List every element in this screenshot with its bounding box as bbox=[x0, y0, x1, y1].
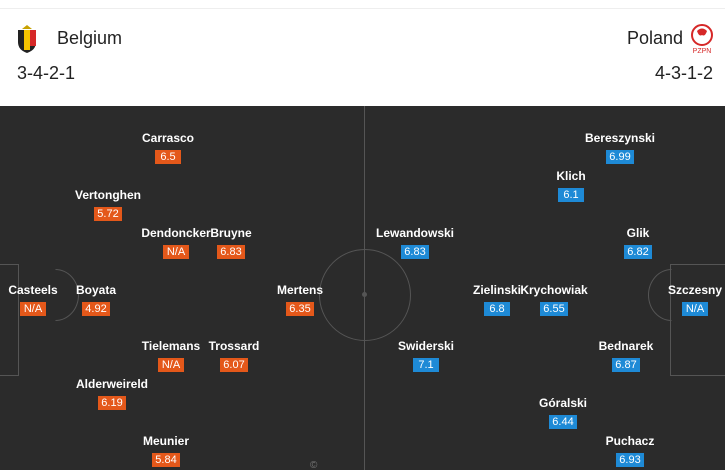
player-rating-badge: 4.92 bbox=[82, 302, 110, 316]
home-player[interactable]: Meunier 5.84 bbox=[121, 434, 211, 468]
player-rating-badge: 6.8 bbox=[484, 302, 510, 316]
player-rating-badge: 6.55 bbox=[540, 302, 568, 316]
player-rating-badge: 7.1 bbox=[413, 358, 439, 372]
poland-pzpn-logo-icon: PZPN bbox=[691, 24, 713, 55]
match-lineup-header: Belgium 3-4-2-1 Poland PZPN 4-3-1-2 bbox=[0, 8, 725, 107]
centre-spot bbox=[362, 292, 367, 297]
home-player[interactable]: Vertonghen 5.72 bbox=[63, 188, 153, 222]
player-rating-badge: N/A bbox=[682, 302, 708, 316]
player-rating-badge: 5.84 bbox=[152, 453, 180, 467]
away-player[interactable]: Krychowiak 6.55 bbox=[509, 283, 599, 317]
player-name: Boyata bbox=[75, 283, 116, 297]
away-player[interactable]: Bednarek 6.87 bbox=[581, 339, 671, 373]
player-name: Meunier bbox=[142, 434, 189, 448]
player-rating-badge: 6.19 bbox=[98, 396, 126, 410]
player-rating-badge: 6.5 bbox=[155, 150, 181, 164]
player-name: Alderweireld bbox=[75, 377, 149, 391]
away-player[interactable]: Zielinski 6.8 bbox=[452, 283, 542, 317]
home-player[interactable]: Carrasco 6.5 bbox=[123, 131, 213, 165]
away-player[interactable]: Lewandowski 6.83 bbox=[370, 226, 460, 260]
player-rating-badge: N/A bbox=[20, 302, 46, 316]
player-name: Klich bbox=[556, 169, 586, 183]
home-goal-area bbox=[0, 264, 19, 376]
home-player[interactable]: Alderweireld 6.19 bbox=[67, 377, 157, 411]
player-rating-badge: 6.99 bbox=[606, 150, 634, 164]
away-formation: 4-3-1-2 bbox=[654, 63, 713, 83]
player-rating-badge: 6.1 bbox=[558, 188, 584, 202]
belgium-flag-icon bbox=[18, 25, 36, 53]
player-rating-badge: 6.93 bbox=[616, 453, 644, 467]
player-name: Mertens bbox=[276, 283, 323, 297]
player-rating-badge: N/A bbox=[163, 245, 189, 259]
player-rating-badge: 6.35 bbox=[286, 302, 314, 316]
player-name: Casteels bbox=[8, 283, 58, 297]
player-name: Lewandowski bbox=[375, 226, 455, 240]
watermark: © bbox=[310, 460, 318, 471]
away-team-name[interactable]: Poland bbox=[626, 28, 683, 48]
away-goal-area bbox=[670, 264, 725, 376]
centre-circle bbox=[319, 249, 411, 341]
home-player[interactable]: Bruyne 6.83 bbox=[186, 226, 276, 260]
player-rating-badge: 6.82 bbox=[624, 245, 652, 259]
player-rating-badge: 6.83 bbox=[401, 245, 429, 259]
away-player[interactable]: Góralski 6.44 bbox=[518, 396, 608, 430]
player-name: Vertonghen bbox=[74, 188, 141, 202]
player-rating-badge: N/A bbox=[158, 358, 184, 372]
player-name: Zielinski bbox=[472, 283, 522, 297]
player-name: Trossard bbox=[208, 339, 260, 353]
player-rating-badge: 6.44 bbox=[549, 415, 577, 429]
player-name: Carrasco bbox=[141, 131, 195, 145]
home-player[interactable]: Boyata 4.92 bbox=[51, 283, 141, 317]
away-player[interactable]: Swiderski 7.1 bbox=[381, 339, 471, 373]
away-player[interactable]: Puchacz 6.93 bbox=[585, 434, 675, 468]
player-name: Swiderski bbox=[397, 339, 455, 353]
player-name: Dendoncker bbox=[141, 226, 211, 240]
player-rating-badge: 6.87 bbox=[612, 358, 640, 372]
player-name: Szczesny bbox=[667, 283, 723, 297]
player-name: Tielemans bbox=[141, 339, 201, 353]
player-rating-badge: 6.83 bbox=[217, 245, 245, 259]
player-rating-badge: 6.07 bbox=[220, 358, 248, 372]
player-name: Bruyne bbox=[210, 226, 252, 240]
home-formation: 3-4-2-1 bbox=[17, 63, 76, 83]
player-name: Bednarek bbox=[598, 339, 654, 353]
player-name: Bereszynski bbox=[584, 131, 656, 145]
player-name: Glik bbox=[626, 226, 650, 240]
away-player[interactable]: Bereszynski 6.99 bbox=[575, 131, 665, 165]
home-player[interactable]: Mertens 6.35 bbox=[255, 283, 345, 317]
player-name: Krychowiak bbox=[520, 283, 588, 297]
away-player[interactable]: Klich 6.1 bbox=[526, 169, 616, 203]
player-name: Góralski bbox=[538, 396, 588, 410]
away-player[interactable]: Glik 6.82 bbox=[593, 226, 683, 260]
player-rating-badge: 5.72 bbox=[94, 207, 122, 221]
home-team-name[interactable]: Belgium bbox=[57, 28, 123, 48]
pzpn-logo-text: PZPN bbox=[693, 48, 712, 55]
player-name: Puchacz bbox=[605, 434, 655, 448]
home-player[interactable]: Trossard 6.07 bbox=[189, 339, 279, 373]
